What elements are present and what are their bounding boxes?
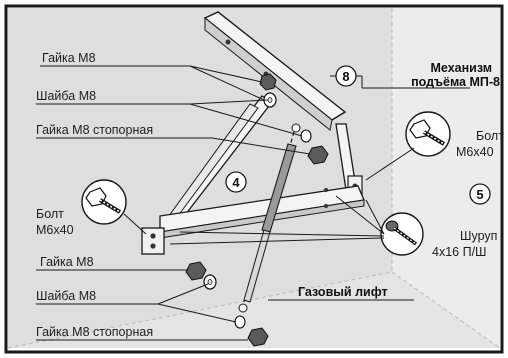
screw-icon: [380, 212, 424, 256]
panel-floor-edge: [391, 271, 501, 349]
labels: Гайка М8 Шайба М8 Гайка М8 стопорная Бол…: [36, 51, 504, 339]
label-bolt-right-1: Болт: [476, 129, 504, 143]
bolt-right-icon: [405, 111, 451, 157]
hardware-top: [259, 73, 329, 165]
arm-hole: [225, 39, 231, 45]
panel-left-number: 4: [232, 175, 240, 190]
label-nut-m8-top: Гайка М8: [42, 51, 96, 65]
label-screw-2: 4х16 П/Ш: [432, 245, 487, 259]
label-bolt-right-2: М6х40: [456, 145, 494, 159]
panel-floor: [8, 272, 500, 348]
outer-frame: [4, 4, 504, 354]
base-bar: [159, 185, 365, 239]
nut-m8-bottom-icon: [185, 261, 207, 281]
panel-floor-edge-left: [7, 271, 393, 349]
callouts: 8 4 5: [225, 65, 491, 205]
label-nut-m8-bottom: Гайка М8: [40, 255, 94, 269]
label-washer-m8-bottom: Шайба М8: [36, 289, 96, 303]
washer-m8-bottom-small-icon: [234, 315, 246, 329]
bracket-left: [141, 227, 165, 255]
gas-lift: [238, 123, 301, 313]
label-mechanism-1: Механизм: [431, 61, 493, 75]
nut-m8-top-icon: [259, 73, 277, 91]
locknut-m8-bottom-icon: [247, 327, 269, 347]
bolt-left-icon: [81, 179, 127, 225]
panel-right-number: 5: [476, 187, 483, 202]
label-mechanism-2: подъёма МП-8: [411, 75, 500, 89]
locknut-m8-top-icon: [307, 145, 329, 165]
label-bolt-left-2: М6х40: [36, 223, 74, 237]
label-locknut-m8-bottom: Гайка М8 стопорная: [36, 325, 153, 339]
label-washer-m8-top: Шайба М8: [36, 89, 96, 103]
washer-m8-small-icon: [300, 129, 312, 143]
label-bolt-left-1: Болт: [36, 207, 64, 221]
label-locknut-m8-top: Гайка М8 стопорная: [36, 123, 153, 137]
panel-right: [392, 8, 500, 348]
mechanism-number: 8: [342, 69, 349, 84]
label-gas-lift: Газовый лифт: [298, 285, 388, 299]
leader-lines: [36, 65, 470, 341]
hardware-bottom: [185, 261, 269, 347]
label-screw-1: Шуруп: [460, 229, 497, 243]
